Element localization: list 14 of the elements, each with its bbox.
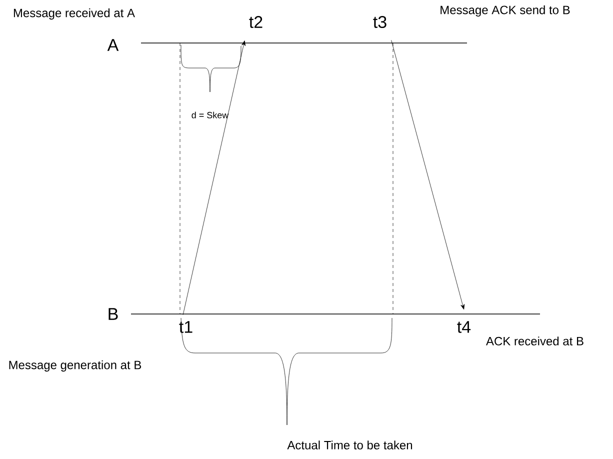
annotation: Actual Time to be taken bbox=[287, 440, 412, 450]
time-label: t4 bbox=[457, 321, 471, 333]
arrow bbox=[182, 40, 246, 316]
annotation: B bbox=[108, 308, 118, 320]
annotation: A bbox=[107, 39, 119, 51]
annotation: d = Skew bbox=[192, 112, 229, 118]
annotation: Message ACK send to B bbox=[440, 5, 570, 17]
time-label: t2 bbox=[249, 16, 262, 28]
time-label: t3 bbox=[373, 16, 386, 28]
annotation: ACK received at B bbox=[486, 336, 584, 346]
annotation: Message generation at B bbox=[9, 360, 142, 372]
annotation: Message received at A bbox=[14, 8, 135, 20]
arrow bbox=[391, 40, 465, 310]
time-label: t1 bbox=[179, 321, 192, 333]
